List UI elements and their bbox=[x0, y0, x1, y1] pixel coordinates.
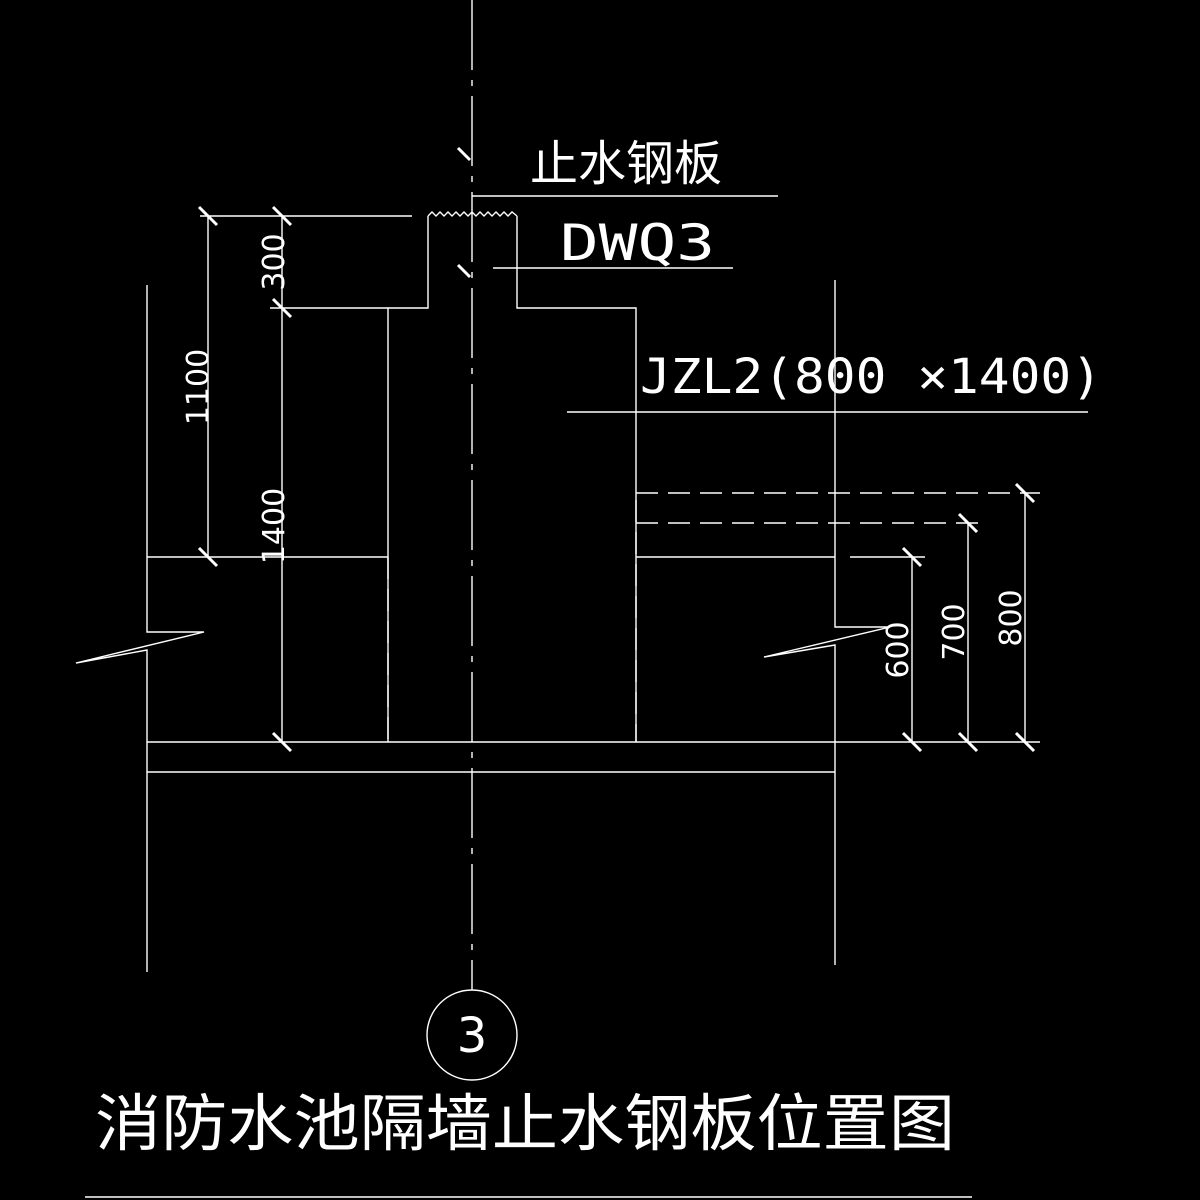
dim-800-text: 800 bbox=[994, 589, 1029, 646]
tick bbox=[271, 731, 293, 753]
tick bbox=[1014, 482, 1036, 504]
tick bbox=[1014, 731, 1036, 753]
wall-right-face bbox=[516, 216, 637, 742]
tick bbox=[271, 205, 293, 227]
leader-tick-dwq3 bbox=[456, 263, 472, 279]
tick bbox=[901, 546, 923, 568]
beam-label: JZL2(800 ×1400) bbox=[640, 349, 1102, 405]
tick bbox=[957, 731, 979, 753]
axis-bubble bbox=[426, 989, 518, 1081]
dim-1400-text: 1400 bbox=[257, 488, 292, 564]
left-slab-outline bbox=[75, 285, 205, 972]
tick bbox=[901, 731, 923, 753]
tick bbox=[271, 297, 293, 319]
tick bbox=[197, 546, 219, 568]
drawing-title: 消防水池隔墙止水钢板位置图 bbox=[95, 1087, 955, 1160]
tick bbox=[197, 205, 219, 227]
waterstop-code-label: DWQ3 bbox=[560, 214, 715, 272]
dim-600-text: 600 bbox=[881, 621, 916, 678]
waterstop-plate-label: 止水钢板 bbox=[530, 136, 722, 192]
dim-300-text: 300 bbox=[257, 233, 292, 290]
axis-number: 3 bbox=[457, 1008, 488, 1064]
tick bbox=[957, 512, 979, 534]
wall-left-face bbox=[387, 216, 429, 742]
leader-tick-plate bbox=[456, 146, 472, 162]
dim-700-text: 700 bbox=[937, 603, 972, 660]
dim-1100-text: 1100 bbox=[181, 349, 216, 425]
waterstop-plate-zigzag bbox=[427, 211, 518, 217]
beam-right-outline bbox=[763, 280, 891, 965]
